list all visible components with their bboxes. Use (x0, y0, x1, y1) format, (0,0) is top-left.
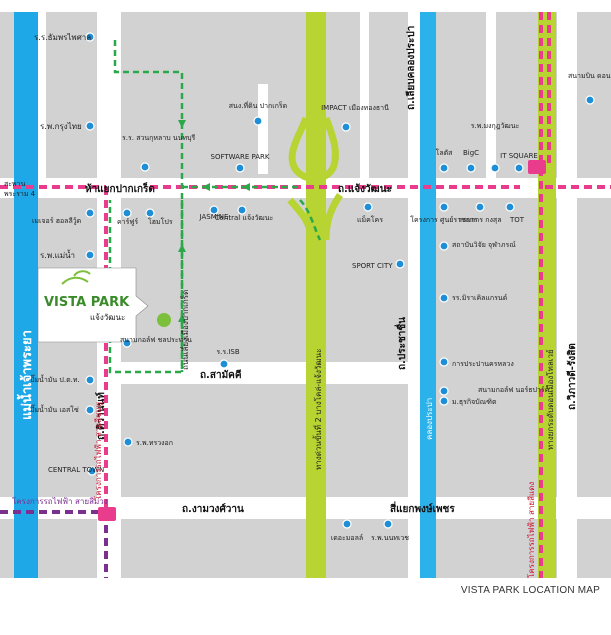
vista-park-marker (157, 313, 171, 327)
road-khlong-prapa: ถ.เลียบคลองประปา (405, 26, 417, 110)
khlong-prapa-canal (420, 12, 436, 578)
expressway (306, 12, 326, 578)
poi-label: เมเจอร์ ฮอลลีวู้ด (32, 217, 81, 225)
poi-label: โครงการ ศูนย์ราชการ (410, 215, 478, 224)
poi-label: แม็คโคร (357, 215, 383, 224)
pink-line-label: โครงการรถไฟฟ้า สายสีชมพู (93, 402, 104, 500)
intersection-phong-phet: สี่แยกพงษ์เพชร (390, 501, 455, 515)
poi-label: โลตัส (436, 148, 454, 157)
poi-label: ร.พ.มงกุฎวัฒนะ (471, 122, 520, 130)
pink-line (0, 185, 611, 510)
road-vibhavadi: ถ.วิภาวดี-รังสิต (566, 343, 578, 410)
poi-label: ร.พ.นนทเวช (371, 534, 409, 542)
poi-label: ร.ร.ธัมพรไพศาล (34, 33, 91, 42)
poi-label: ปั๊มน้ำมัน เอสโซ่ (30, 403, 79, 414)
poi-markers (85, 32, 595, 529)
vista-sub-text: แจ้งวัฒนะ (90, 313, 125, 322)
road-tollway-name: ทางยกระดับดอนเมืองโทลเวย์ (545, 349, 555, 450)
bridge-line2: พระราม 4 (4, 190, 36, 198)
poi-label: สนง.ที่ดิน ปากเกร็ด (229, 101, 287, 110)
road-tiwanon: ถ.ติวานนท์ (95, 392, 107, 440)
vista-park-label: VISTA PARK แจ้งวัฒนะ (37, 267, 149, 343)
poi-label: SPORT CITY (352, 262, 393, 270)
river-label: แม่น้ำเจ้าพระยา (16, 330, 35, 420)
don-mueang-tollway (538, 12, 556, 578)
poi-label: การประปานครหลวง (452, 360, 514, 368)
poi-label: สนามกอล์ฟ ชลประทาน (120, 336, 192, 344)
poi-label: JASMINE (199, 213, 229, 221)
local-roads (0, 12, 611, 578)
road-ngamwongwan: ถ.งามวงศ์วาน (182, 503, 244, 515)
canal-label: คลองประปา (425, 398, 434, 440)
road-bypass-name: ถนนเลี่ยงเมืองปากเกร็ด (179, 290, 190, 370)
poi-label: กรมการ กงสุล (459, 216, 502, 224)
poi-label: TOT (509, 216, 525, 224)
intersection-pak-kret: ห้าแยกปากเกร็ด (85, 181, 155, 195)
red-line-label: โครงการรถไฟฟ้า สายสีแดง (526, 482, 536, 578)
purple-line (0, 510, 108, 578)
poi-label: ปั๊มน้ำมัน ป.ต.ท. (30, 373, 80, 384)
poi-label: ร.พ.กรุงไทย (40, 122, 82, 131)
road-labels: ถ.แจ้งวัฒนะ ถ.สามัคคี ถ.งามวงศ์วาน ห้าแย… (4, 26, 578, 515)
poi-label: โฮมโปร (148, 217, 173, 226)
poi-label: Central แจ้งวัฒนะ (215, 214, 274, 222)
poi-label: ร.พ.แม่น้ำ (40, 249, 75, 260)
chao-phraya-river (14, 12, 38, 578)
map-footer-title: VISTA PARK LOCATION MAP (461, 585, 600, 596)
road-chaengwattana: ถ.แจ้งวัฒนะ (338, 183, 392, 195)
access-route (108, 40, 322, 374)
poi-label: ร.พ.ทรวงอก (136, 439, 173, 447)
transit-station-icons (98, 160, 546, 521)
poi-label: เดอะมอลล์ (331, 534, 363, 542)
road-expressway-name: ทางด่วนขั้นที่ 2 บางโคล่-แจ้งวัฒนะ (312, 349, 323, 470)
road-prachachuen: ถ.ประชาชื่น (394, 317, 408, 370)
poi-label: ม.ธุรกิจบัณฑิต (452, 398, 497, 406)
bridge-line1: สะพาน (4, 180, 26, 188)
poi-label: CENTRAL TOWN (48, 466, 104, 474)
transit-labels: โครงการรถไฟฟ้า สายสีชมพู โครงการรถไฟฟ้า … (12, 402, 536, 578)
poi-label: สถาบันวิจัย จุฬาภรณ์ (452, 241, 516, 249)
poi-labels: ร.ร.ธัมพรไพศาล ร.พ.กรุงไทย ร.ร. สวนกุหลา… (30, 33, 611, 542)
poi-label: BigC (463, 149, 479, 157)
poi-label: สนามกอล์ฟ นอร์ธปาร์ค (478, 386, 550, 394)
red-line (539, 12, 551, 578)
poi-label: ร.ร.ISB (216, 348, 239, 356)
poi-label: IMPACT เมืองทองธานี (321, 104, 389, 112)
purple-line-label: โครงการรถไฟฟ้า สายสีม่วง (12, 496, 108, 506)
vista-brand-text: VISTA PARK (44, 295, 130, 310)
poi-label: SOFTWARE PARK (211, 153, 270, 161)
poi-label: รร.มิราเคิลแกรนด์ (452, 294, 507, 302)
poi-label: IT SQUARE (500, 152, 538, 160)
poi-label: ร.ร. สวนกุหลาบ นนทบุรี (122, 134, 196, 142)
road-samakkhi: ถ.สามัคคี (200, 369, 242, 381)
interchange (287, 116, 343, 241)
poi-label: คาร์ฟูร์ (117, 218, 138, 226)
poi-label: สนามบิน ดอนเมือง (568, 72, 611, 80)
